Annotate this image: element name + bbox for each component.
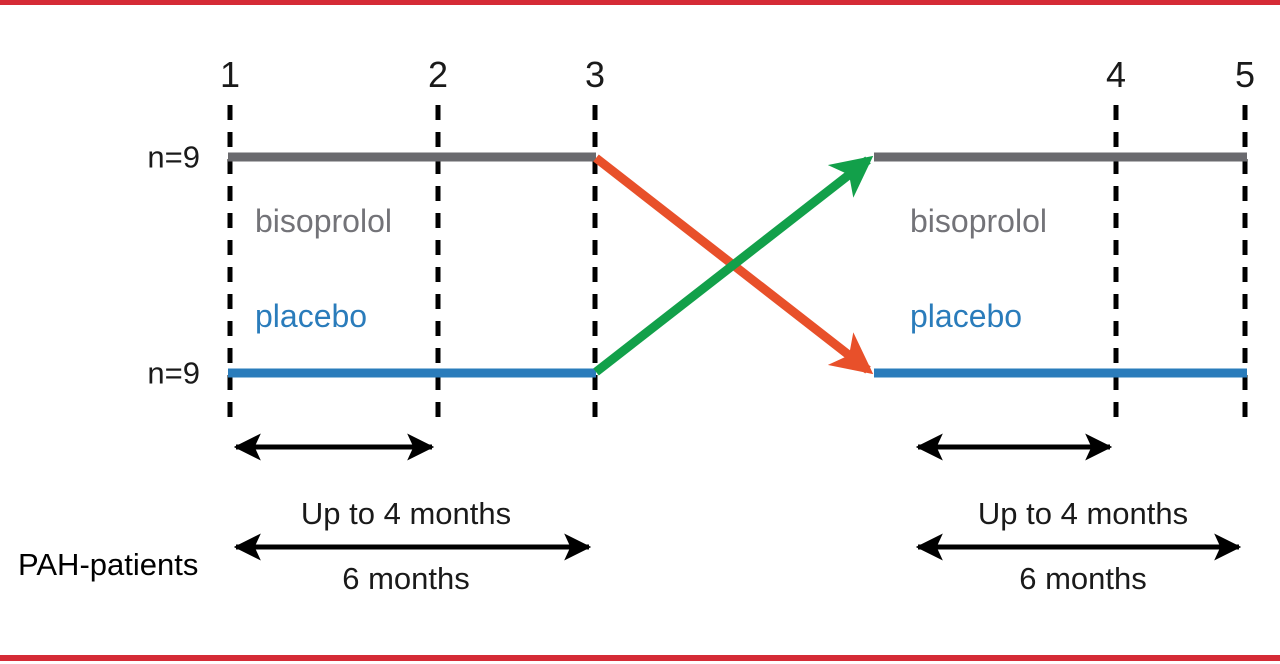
entry-criteria-line-1: PAH-patients	[18, 547, 199, 583]
crossover-arrows	[593, 154, 874, 376]
treatment-bars	[228, 152, 1247, 378]
crossover-arrow-to-bisoprolol	[593, 155, 874, 376]
entry-criteria-block: PAH-patients clinically stable	[18, 455, 198, 664]
treatment-label-bisoprolol-period1: bisoprolol	[255, 203, 392, 239]
treatment-label-placebo-period2: placebo	[910, 298, 1023, 334]
period2-long-span-label: 6 months	[1019, 561, 1147, 596]
bottom-accent-rule	[0, 655, 1280, 661]
duration-arrows-period2	[915, 433, 1242, 561]
period2-short-span-label: Up to 4 months	[977, 496, 1189, 531]
period1-short-span-label: Up to 4 months	[300, 496, 512, 531]
timepoint-label-4: 4	[1105, 54, 1127, 95]
timepoint-label-1: 1	[219, 54, 241, 95]
timepoint-label-2: 2	[427, 54, 449, 95]
treatment-label-placebo-period1: placebo	[255, 298, 368, 334]
sample-size-label-bisoprolol-arm: n=9	[147, 139, 200, 175]
sample-size-label-placebo-arm: n=9	[147, 355, 200, 391]
top-accent-rule	[0, 0, 1280, 5]
period1-long-span-label: 6 months	[342, 561, 470, 596]
treatment-label-bisoprolol-period2: bisoprolol	[910, 203, 1047, 239]
timepoint-label-3: 3	[584, 54, 606, 95]
timepoint-label-5: 5	[1234, 54, 1256, 95]
duration-arrows-period1	[233, 433, 592, 561]
